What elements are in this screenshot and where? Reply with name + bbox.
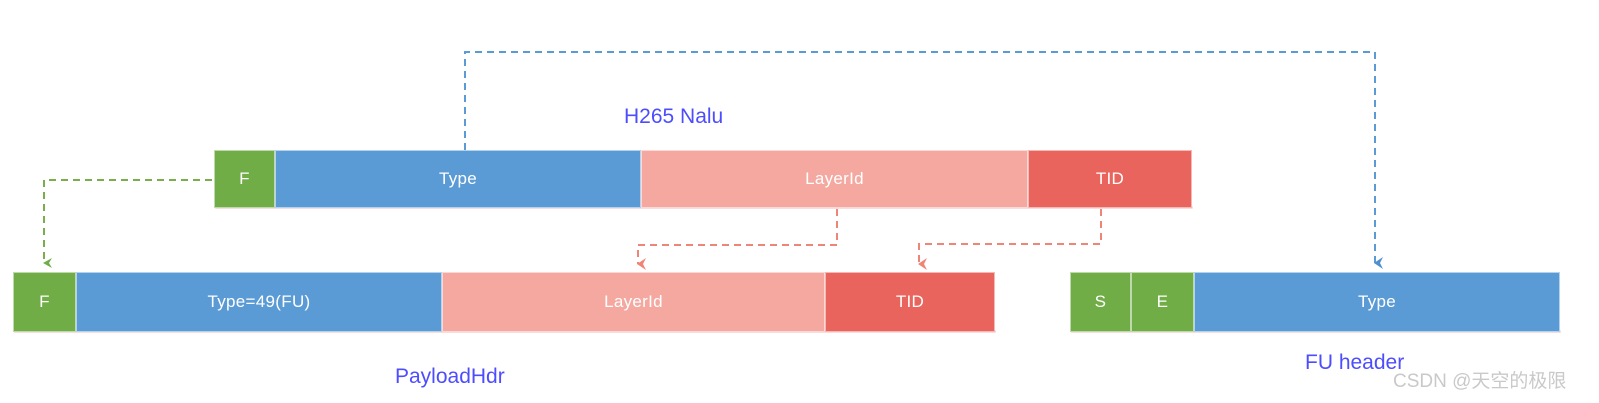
fu-cell-s[interactable]: S: [1070, 272, 1131, 332]
fu-cell-e[interactable]: E: [1131, 272, 1194, 332]
tid-field-connector: [918, 209, 1102, 270]
bottom-cell-layerid[interactable]: LayerId: [442, 272, 825, 332]
h265-nalu-title: H265 Nalu: [624, 105, 724, 128]
bottom-cell-f[interactable]: F: [13, 272, 76, 332]
top-cell-layerid[interactable]: LayerId: [641, 150, 1028, 208]
csdn-watermark: CSDN @天空的极限: [1393, 371, 1567, 392]
bottom-cell-type-49[interactable]: Type=49(FU): [76, 272, 442, 332]
fu-header-label: FU header: [1305, 351, 1405, 374]
top-cell-tid[interactable]: TID: [1028, 150, 1192, 208]
bottom-cell-tid[interactable]: TID: [825, 272, 995, 332]
top-cell-type[interactable]: Type: [275, 150, 641, 208]
payloadhdr-label: PayloadHdr: [395, 365, 505, 388]
fu-cell-type[interactable]: Type: [1194, 272, 1560, 332]
layerid-field-connector: [637, 209, 838, 270]
top-cell-f[interactable]: F: [214, 150, 275, 208]
f-field-connector: [43, 179, 212, 268]
